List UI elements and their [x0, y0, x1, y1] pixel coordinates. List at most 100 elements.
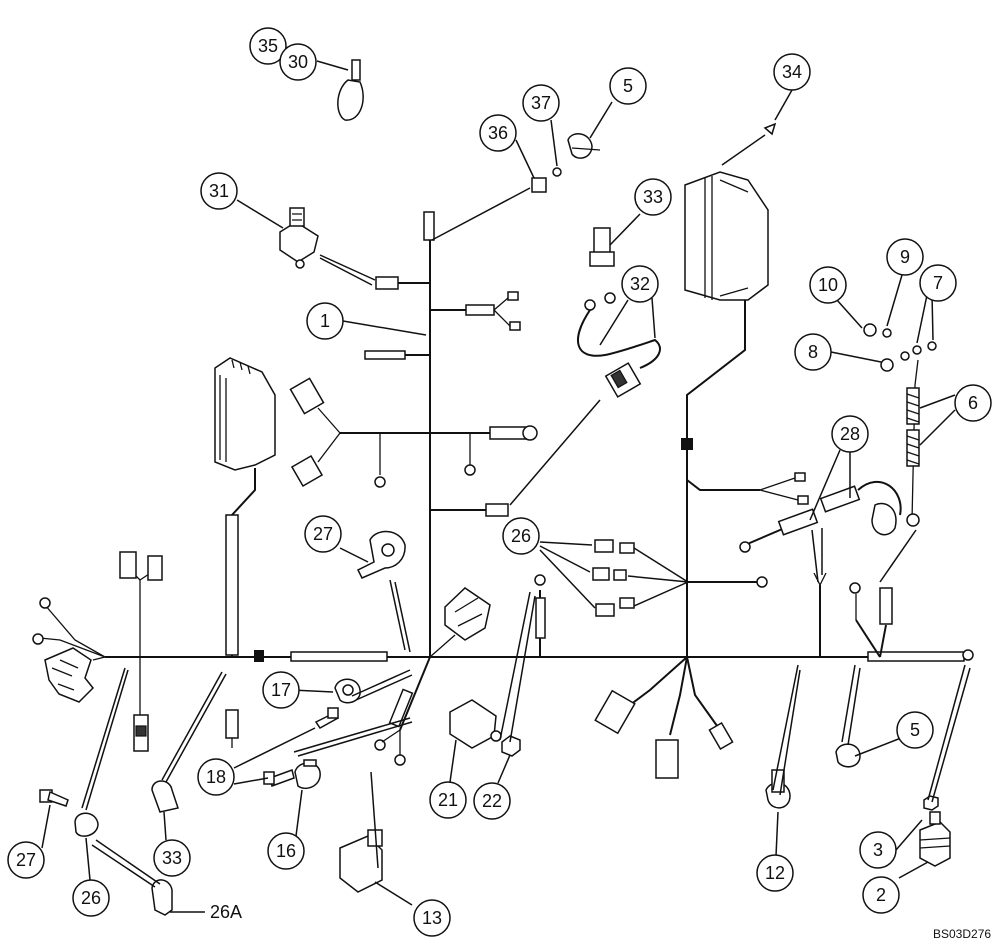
resistor-part — [906, 359, 920, 527]
callouts: 35 30 31 1 36 37 5 34 33 32 10 9 7 8 6 2… — [7, 27, 992, 937]
svg-text:8: 8 — [808, 342, 818, 362]
bolt-27-part — [39, 789, 69, 807]
svg-text:2: 2 — [876, 885, 886, 905]
callout-6: 6 — [954, 384, 992, 422]
svg-text:5: 5 — [910, 720, 920, 740]
svg-text:33: 33 — [643, 187, 663, 207]
upper-branches — [364, 211, 521, 517]
callout-16: 18 — [197, 758, 235, 796]
svg-text:27: 27 — [16, 850, 36, 870]
clip-5-lower-part — [835, 743, 861, 768]
svg-text:5: 5 — [623, 76, 633, 96]
connector-set-part — [592, 539, 768, 617]
callout-8: 8 — [794, 333, 832, 371]
clip-top — [567, 133, 601, 159]
lamp-housing — [684, 171, 809, 505]
terminal-hardware-part — [863, 323, 937, 372]
callout-34: 34 — [773, 53, 811, 91]
left-end-connectors — [32, 597, 106, 703]
callout-22: 27 — [304, 515, 342, 553]
svg-text:35: 35 — [258, 36, 278, 56]
callout-5-lower: 5 — [896, 711, 934, 749]
text-labels: 26A BS03D276 — [210, 902, 991, 941]
small-clip-part — [763, 122, 777, 136]
svg-text:30: 30 — [288, 52, 308, 72]
svg-text:1: 1 — [320, 311, 330, 331]
callout-36: 36 — [479, 114, 517, 152]
svg-text:6: 6 — [968, 393, 978, 413]
nut-18-part — [501, 735, 521, 757]
lower-branches — [374, 574, 734, 779]
svg-text:31: 31 — [209, 181, 229, 201]
switch-part — [584, 227, 616, 311]
left-mid-branch — [289, 377, 538, 488]
callout-23: 28 — [831, 415, 869, 453]
main-harness — [105, 215, 972, 662]
svg-text:18: 18 — [206, 767, 226, 787]
label-26a: 26A — [210, 902, 242, 922]
svg-text:34: 34 — [782, 62, 802, 82]
callout-7: 7 — [919, 264, 957, 302]
callout-9: 9 — [886, 238, 924, 276]
svg-text:13: 13 — [422, 908, 442, 928]
switch-12-part — [339, 829, 383, 893]
svg-text:7: 7 — [933, 273, 943, 293]
sensor-17-part — [449, 699, 502, 749]
strap-part — [337, 59, 364, 121]
reference-code: BS03D276 — [933, 927, 991, 941]
callout-13: 16 — [267, 832, 305, 870]
svg-text:16: 16 — [276, 841, 296, 861]
svg-text:26: 26 — [81, 888, 101, 908]
callout-30: 31 — [200, 172, 238, 210]
svg-text:28: 28 — [840, 424, 860, 444]
svg-text:12: 12 — [765, 863, 785, 883]
callout-21: 26 — [502, 517, 540, 555]
callout-10: 10 — [809, 266, 847, 304]
left-branch-connectors — [119, 551, 163, 752]
svg-text:32: 32 — [630, 274, 650, 294]
cable-connector-part — [577, 309, 661, 398]
callout-32: 33 — [634, 178, 672, 216]
callout-11: 12 — [756, 854, 794, 892]
callout-12: 13 — [413, 899, 451, 937]
callout-35: 35 — [249, 27, 287, 65]
svg-text:21: 21 — [438, 790, 458, 810]
callout-1: 1 — [306, 302, 344, 340]
bracket-33-part — [151, 780, 179, 813]
callout-27: 27 — [7, 841, 45, 879]
clip-13-part — [294, 759, 321, 790]
callout-2: 2 — [862, 876, 900, 914]
callout-31: 32 — [621, 265, 659, 303]
svg-text:3: 3 — [873, 840, 883, 860]
svg-text:26: 26 — [511, 526, 531, 546]
callout-37: 37 — [522, 84, 560, 122]
svg-text:9: 9 — [900, 247, 910, 267]
right-branches — [813, 572, 974, 661]
bolt-washer-part — [531, 167, 562, 193]
svg-text:22: 22 — [482, 791, 502, 811]
resistor-harness-part — [739, 480, 902, 553]
sender-part — [919, 795, 951, 867]
clip-26-part — [74, 812, 99, 837]
clip-11-part — [765, 769, 791, 809]
svg-text:37: 37 — [531, 93, 551, 113]
callout-26: 26 — [72, 879, 110, 917]
pressure-switch-part — [279, 207, 319, 269]
callout-18: 22 — [473, 782, 511, 820]
clamp-22-part — [356, 530, 406, 579]
callout-33: 33 — [153, 839, 191, 877]
svg-text:33: 33 — [162, 848, 182, 868]
svg-text:27: 27 — [313, 524, 333, 544]
svg-text:17: 17 — [271, 680, 291, 700]
callout-15: 17 — [262, 671, 300, 709]
callout-5-top: 5 — [609, 67, 647, 105]
bracket-26a-part — [151, 879, 173, 916]
callout-17: 21 — [429, 781, 467, 819]
leader-lines — [41, 60, 971, 913]
control-module — [214, 357, 276, 748]
callout-28: 30 — [279, 43, 317, 81]
svg-text:36: 36 — [488, 123, 508, 143]
relay-block — [429, 587, 491, 658]
callout-3: 3 — [859, 831, 897, 869]
